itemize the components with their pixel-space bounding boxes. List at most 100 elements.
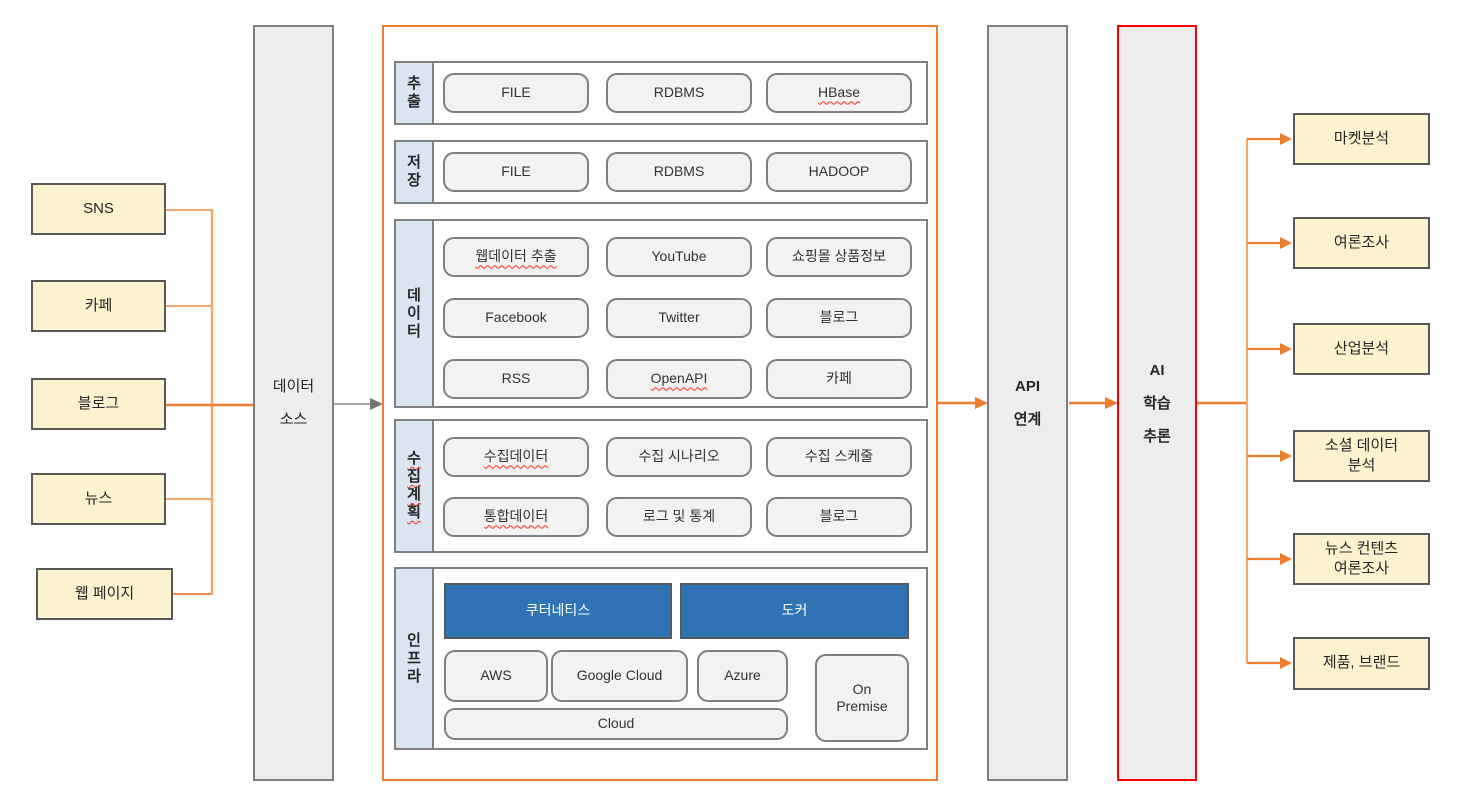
item-data-webextract: 웹데이터 추출 [443, 237, 589, 277]
section-label: 데 이 터 [407, 286, 421, 340]
panel-line: 소스 [279, 411, 308, 428]
item-label: 수집 스케줄 [804, 448, 874, 465]
item-storage-hadoop: HADOOP [766, 152, 912, 192]
source-box-sns: SNS [31, 183, 166, 235]
output-box-product-brand: 제품, 브랜드 [1293, 637, 1430, 690]
item-storage-rdbms: RDBMS [606, 152, 752, 192]
item-label: 웹데이터 추출 [475, 248, 557, 265]
item-label: Premise [836, 698, 888, 714]
item-data-rss: RSS [443, 359, 589, 399]
pipeline-container [382, 25, 938, 781]
source-box-news: 뉴스 [31, 473, 166, 525]
item-plan-integrated-data: 통합데이터 [443, 497, 589, 537]
item-label: FILE [501, 163, 531, 180]
item-infra-azure: Azure [697, 650, 788, 702]
panel-line: AI [1149, 361, 1165, 379]
output-box-market-analysis: 마켓분석 [1293, 113, 1430, 165]
item-plan-collected-data: 수집데이터 [443, 437, 589, 477]
item-label: YouTube [651, 248, 707, 265]
section-infra-band: 인 프 라 [396, 569, 434, 748]
item-data-twitter: Twitter [606, 298, 752, 338]
panel-line: 추론 [1143, 427, 1171, 445]
item-label: AWS [480, 667, 512, 684]
section-label: 수 집 계 획 [407, 450, 421, 521]
item-data-openapi: OpenAPI [606, 359, 752, 399]
item-infra-on-premise: On Premise [815, 654, 909, 742]
item-label: 블로그 [819, 309, 859, 326]
item-label: Twitter [658, 309, 700, 326]
item-label: FILE [501, 84, 531, 101]
item-label: OpenAPI [650, 370, 708, 387]
section-collection-plan-band: 수 집 계 획 [396, 421, 434, 551]
item-label: On [852, 680, 872, 697]
section-label: 추 출 [407, 75, 421, 110]
output-line: 마켓분석 [1333, 129, 1390, 147]
panel-line: 학습 [1143, 394, 1171, 412]
output-line: 소셜 데이터 [1324, 436, 1399, 454]
item-label: RSS [501, 370, 531, 387]
output-line: 산업분석 [1333, 339, 1390, 357]
source-label: 카페 [84, 296, 113, 314]
section-label: 저 장 [407, 154, 421, 189]
source-label: SNS [83, 199, 114, 217]
ai-inference-panel: AI 학습 추론 [1117, 25, 1197, 781]
item-infra-kubernetes: 쿠터네티스 [444, 583, 672, 639]
item-label: HADOOP [808, 163, 870, 180]
item-extract-rdbms: RDBMS [606, 73, 752, 113]
item-storage-file: FILE [443, 152, 589, 192]
section-storage-band: 저 장 [396, 142, 434, 202]
item-data-facebook: Facebook [443, 298, 589, 338]
item-data-youtube: YouTube [606, 237, 752, 277]
section-extract-band: 추 출 [396, 63, 434, 123]
item-plan-log-stats: 로그 및 통계 [606, 497, 752, 537]
item-infra-google-cloud: Google Cloud [551, 650, 688, 702]
item-label: 수집데이터 [483, 448, 549, 465]
item-label: 쿠터네티스 [525, 602, 591, 619]
section-label: 인 프 라 [407, 631, 421, 685]
item-plan-schedule: 수집 스케줄 [766, 437, 912, 477]
item-label: RDBMS [653, 84, 705, 101]
item-label: 쇼핑몰 상품정보 [791, 248, 887, 265]
panel-line: 연계 [1013, 411, 1042, 428]
item-label: 카페 [826, 370, 852, 387]
source-box-cafe: 카페 [31, 280, 166, 332]
output-line: 제품, 브랜드 [1322, 654, 1401, 672]
item-plan-blog: 블로그 [766, 497, 912, 537]
item-label: 도커 [781, 602, 808, 619]
source-label: 웹 페이지 [74, 584, 135, 602]
data-source-panel: 데이터 소스 [253, 25, 334, 781]
item-label: Google Cloud [576, 667, 663, 684]
item-data-shopping: 쇼핑몰 상품정보 [766, 237, 912, 277]
source-box-webpage: 웹 페이지 [36, 568, 173, 620]
source-label: 뉴스 [84, 489, 113, 507]
panel-line: API [1014, 378, 1040, 395]
item-label: 블로그 [819, 508, 859, 525]
output-line: 여론조사 [1333, 233, 1390, 251]
output-line: 여론조사 [1333, 560, 1390, 577]
output-line: 분석 [1347, 457, 1376, 474]
item-data-cafe: 카페 [766, 359, 912, 399]
item-label: 수집 시나리오 [638, 448, 720, 465]
item-extract-hbase: HBase [766, 73, 912, 113]
item-label: 로그 및 통계 [642, 508, 716, 525]
section-data-band: 데 이 터 [396, 221, 434, 406]
item-plan-scenario: 수집 시나리오 [606, 437, 752, 477]
panel-line: 데이터 [272, 378, 315, 395]
output-box-industry-analysis: 산업분석 [1293, 323, 1430, 375]
source-label: 블로그 [77, 394, 120, 412]
item-label: 통합데이터 [483, 508, 549, 525]
item-infra-cloud: Cloud [444, 708, 788, 740]
output-line: 뉴스 컨텐츠 [1324, 539, 1399, 557]
output-box-opinion-poll: 여론조사 [1293, 217, 1430, 269]
item-label: HBase [817, 84, 861, 101]
item-infra-aws: AWS [444, 650, 548, 702]
item-extract-file: FILE [443, 73, 589, 113]
item-label: Facebook [485, 309, 547, 326]
source-box-blog: 블로그 [31, 378, 166, 430]
item-label: RDBMS [653, 163, 705, 180]
item-data-blog: 블로그 [766, 298, 912, 338]
